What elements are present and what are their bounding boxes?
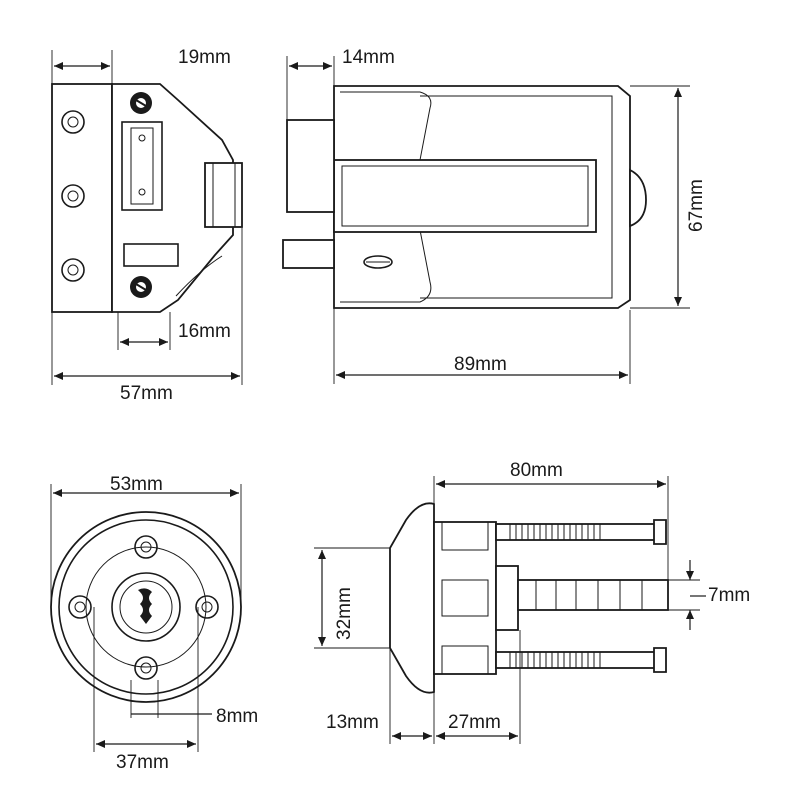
side-screw-icon [363,255,393,269]
cylinder-side-dimensions [314,476,706,744]
dim-16mm-label: 16mm [178,321,231,342]
cylinder-body [433,521,497,675]
snib-button [123,243,179,267]
side-lip [286,119,335,213]
slider-window [121,121,163,211]
cylinder-side-view [389,502,669,694]
front-view-lock [51,83,243,313]
side-view-dimensions [286,56,690,384]
keyhole-icon [138,588,152,624]
connecting-bar-notches [535,580,643,610]
cylinder-front-dimensions [50,484,242,752]
latch-bolt [204,162,243,228]
dim-37mm-label: 37mm [116,752,169,773]
side-snib [282,239,335,269]
dim-67mm-label: 67mm [686,179,707,232]
side-bolt [333,159,597,233]
dim-53mm-label: 53mm [110,474,163,495]
cylinder-fixing-hole-icon [68,535,219,680]
dim-8mm-label: 8mm [216,706,258,727]
cylinder-rim-inner [58,519,234,695]
dim-19mm-label: 19mm [178,47,231,68]
back-plate [51,83,113,313]
case-screw-icon [130,92,152,298]
connecting-bar [517,579,669,611]
front-view-dimensions [51,50,243,385]
cylinder-hub [495,565,519,631]
dim-57mm-label: 57mm [120,383,173,404]
cylinder-front-view [50,511,242,703]
fixing-screw-top [495,519,667,545]
dim-80mm-label: 80mm [510,460,563,481]
cylinder-flange [389,502,435,694]
side-knob [629,168,647,228]
dim-14mm-label: 14mm [342,47,395,68]
dim-32mm-label: 32mm [334,587,355,640]
dim-13mm-label: 13mm [326,712,379,733]
back-plate-screw-icon [61,110,85,282]
dim-7mm-label: 7mm [708,585,750,606]
side-view-lock [282,85,647,309]
fixing-screw-bottom [495,647,667,673]
dim-27mm-label: 27mm [448,712,501,733]
dim-89mm-label: 89mm [454,354,507,375]
cylinder-plug [111,572,181,642]
